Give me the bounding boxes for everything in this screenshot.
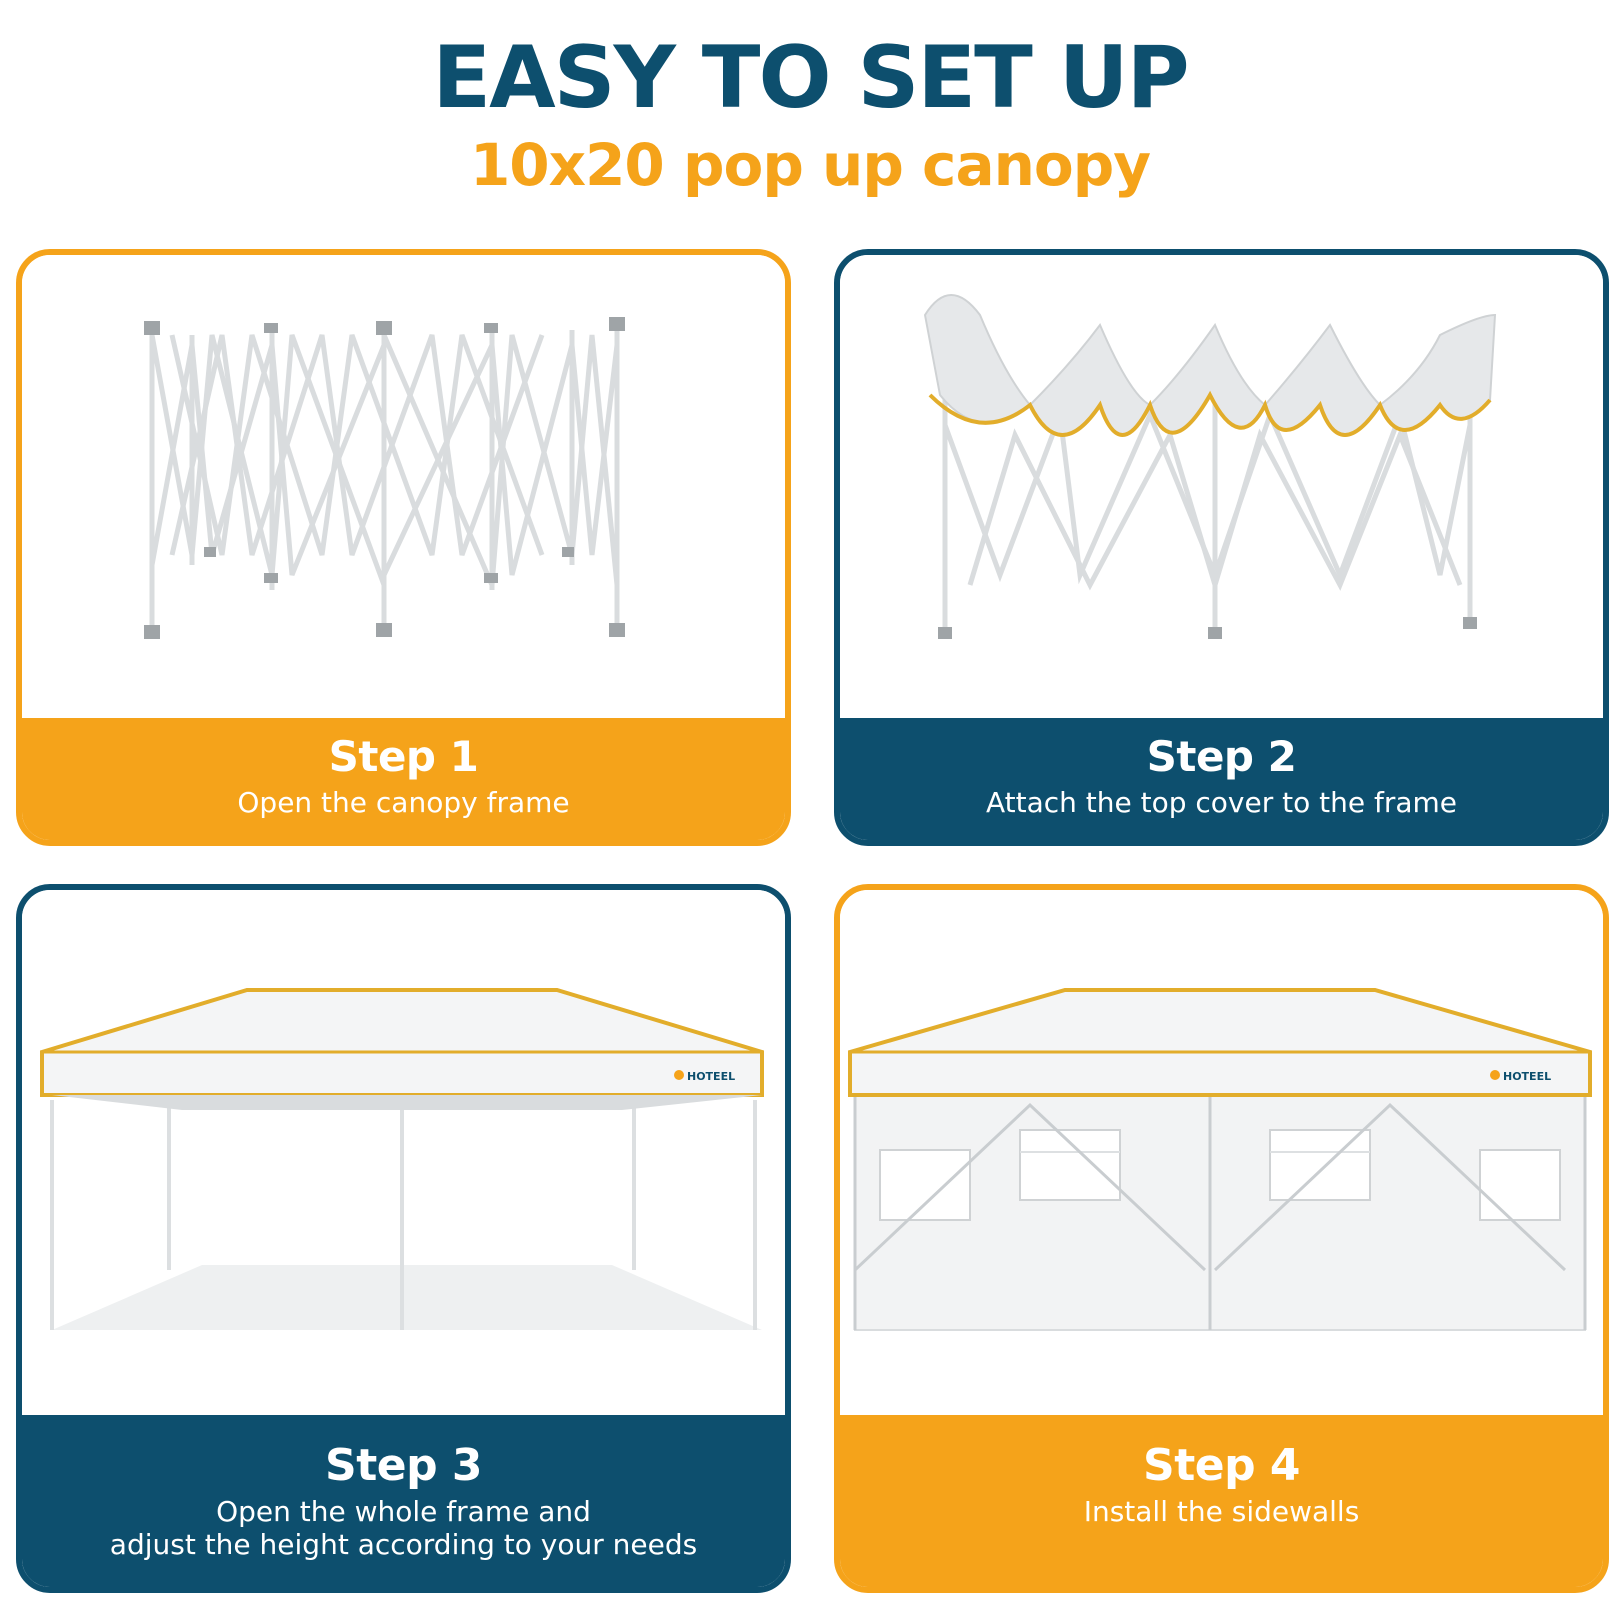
page-subtitle: 10x20 pop up canopy [469, 131, 1151, 199]
brand-logo: HOTEEL [1490, 1070, 1551, 1083]
svg-text:HOTEEL: HOTEEL [687, 1070, 735, 1083]
svg-text:HOTEEL: HOTEEL [1503, 1070, 1551, 1083]
step-title: Step 2 [1146, 732, 1297, 781]
step-description: Open the whole frame and adjust the heig… [109, 1495, 698, 1561]
step-card-2: Step 2 Attach the top cover to the frame [834, 249, 1609, 846]
open-tent-image: HOTEEL [22, 890, 785, 1415]
step-card-1: Step 1 Open the canopy frame [16, 249, 791, 846]
step-band-2: Step 2 Attach the top cover to the frame [840, 718, 1603, 840]
page-title: EASY TO SET UP [432, 28, 1189, 128]
step-band-3: Step 3 Open the whole frame and adjust t… [22, 1415, 785, 1587]
step-description: Open the canopy frame [237, 786, 570, 819]
folded-frame-image [22, 255, 785, 718]
step-description: Install the sidewalls [1083, 1495, 1360, 1528]
frame-with-cover-image [840, 255, 1603, 718]
step-title: Step 4 [1143, 1440, 1301, 1491]
step-card-4: HOTEEL Step 4 Install the sidewalls [834, 884, 1609, 1593]
step-title: Step 3 [325, 1440, 483, 1491]
tent-with-sidewalls-image: HOTEEL [840, 890, 1603, 1415]
brand-logo: HOTEEL [674, 1070, 735, 1083]
step-description: Attach the top cover to the frame [985, 786, 1458, 819]
step-band-1: Step 1 Open the canopy frame [22, 718, 785, 840]
step-title: Step 1 [328, 732, 479, 781]
step-card-3: HOTEEL Step 3 Open the whole frame and a… [16, 884, 791, 1593]
step-band-4: Step 4 Install the sidewalls [840, 1415, 1603, 1587]
